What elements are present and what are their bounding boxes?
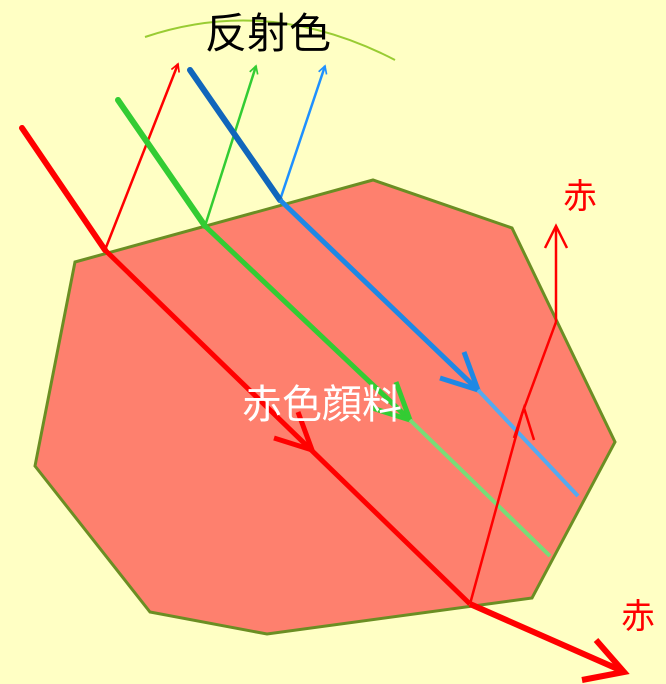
transmitted-red-arrowhead (581, 638, 630, 683)
pigment-particle (33, 178, 617, 636)
refracted-green-ray (203, 224, 412, 422)
reflection-arc (144, 19, 396, 61)
pigment-label: 赤色顔料 (242, 382, 402, 428)
red-ray-arrowhead (273, 411, 317, 454)
incoming-green-ray (115, 97, 208, 229)
exit-red-up-arrowhead (543, 223, 569, 249)
fading-green-ray (408, 418, 552, 558)
incoming-blue-ray (187, 67, 283, 203)
refracted-red-ray (103, 248, 472, 606)
refracted-blue-ray (278, 198, 480, 392)
incoming-red-ray (19, 125, 108, 253)
reflected-color-title: 反射色 (205, 9, 331, 58)
reflected-green-ray (203, 66, 256, 227)
exit-label-top: 赤 (563, 177, 597, 217)
scattered-red-mid-arrowhead (512, 403, 536, 441)
exit-label-right: 赤 (621, 597, 655, 637)
reflected-red-ray (103, 64, 178, 251)
fading-blue-ray (476, 388, 580, 498)
reflected-blue-ray (278, 66, 325, 201)
transmitted-red-ray (468, 601, 622, 673)
